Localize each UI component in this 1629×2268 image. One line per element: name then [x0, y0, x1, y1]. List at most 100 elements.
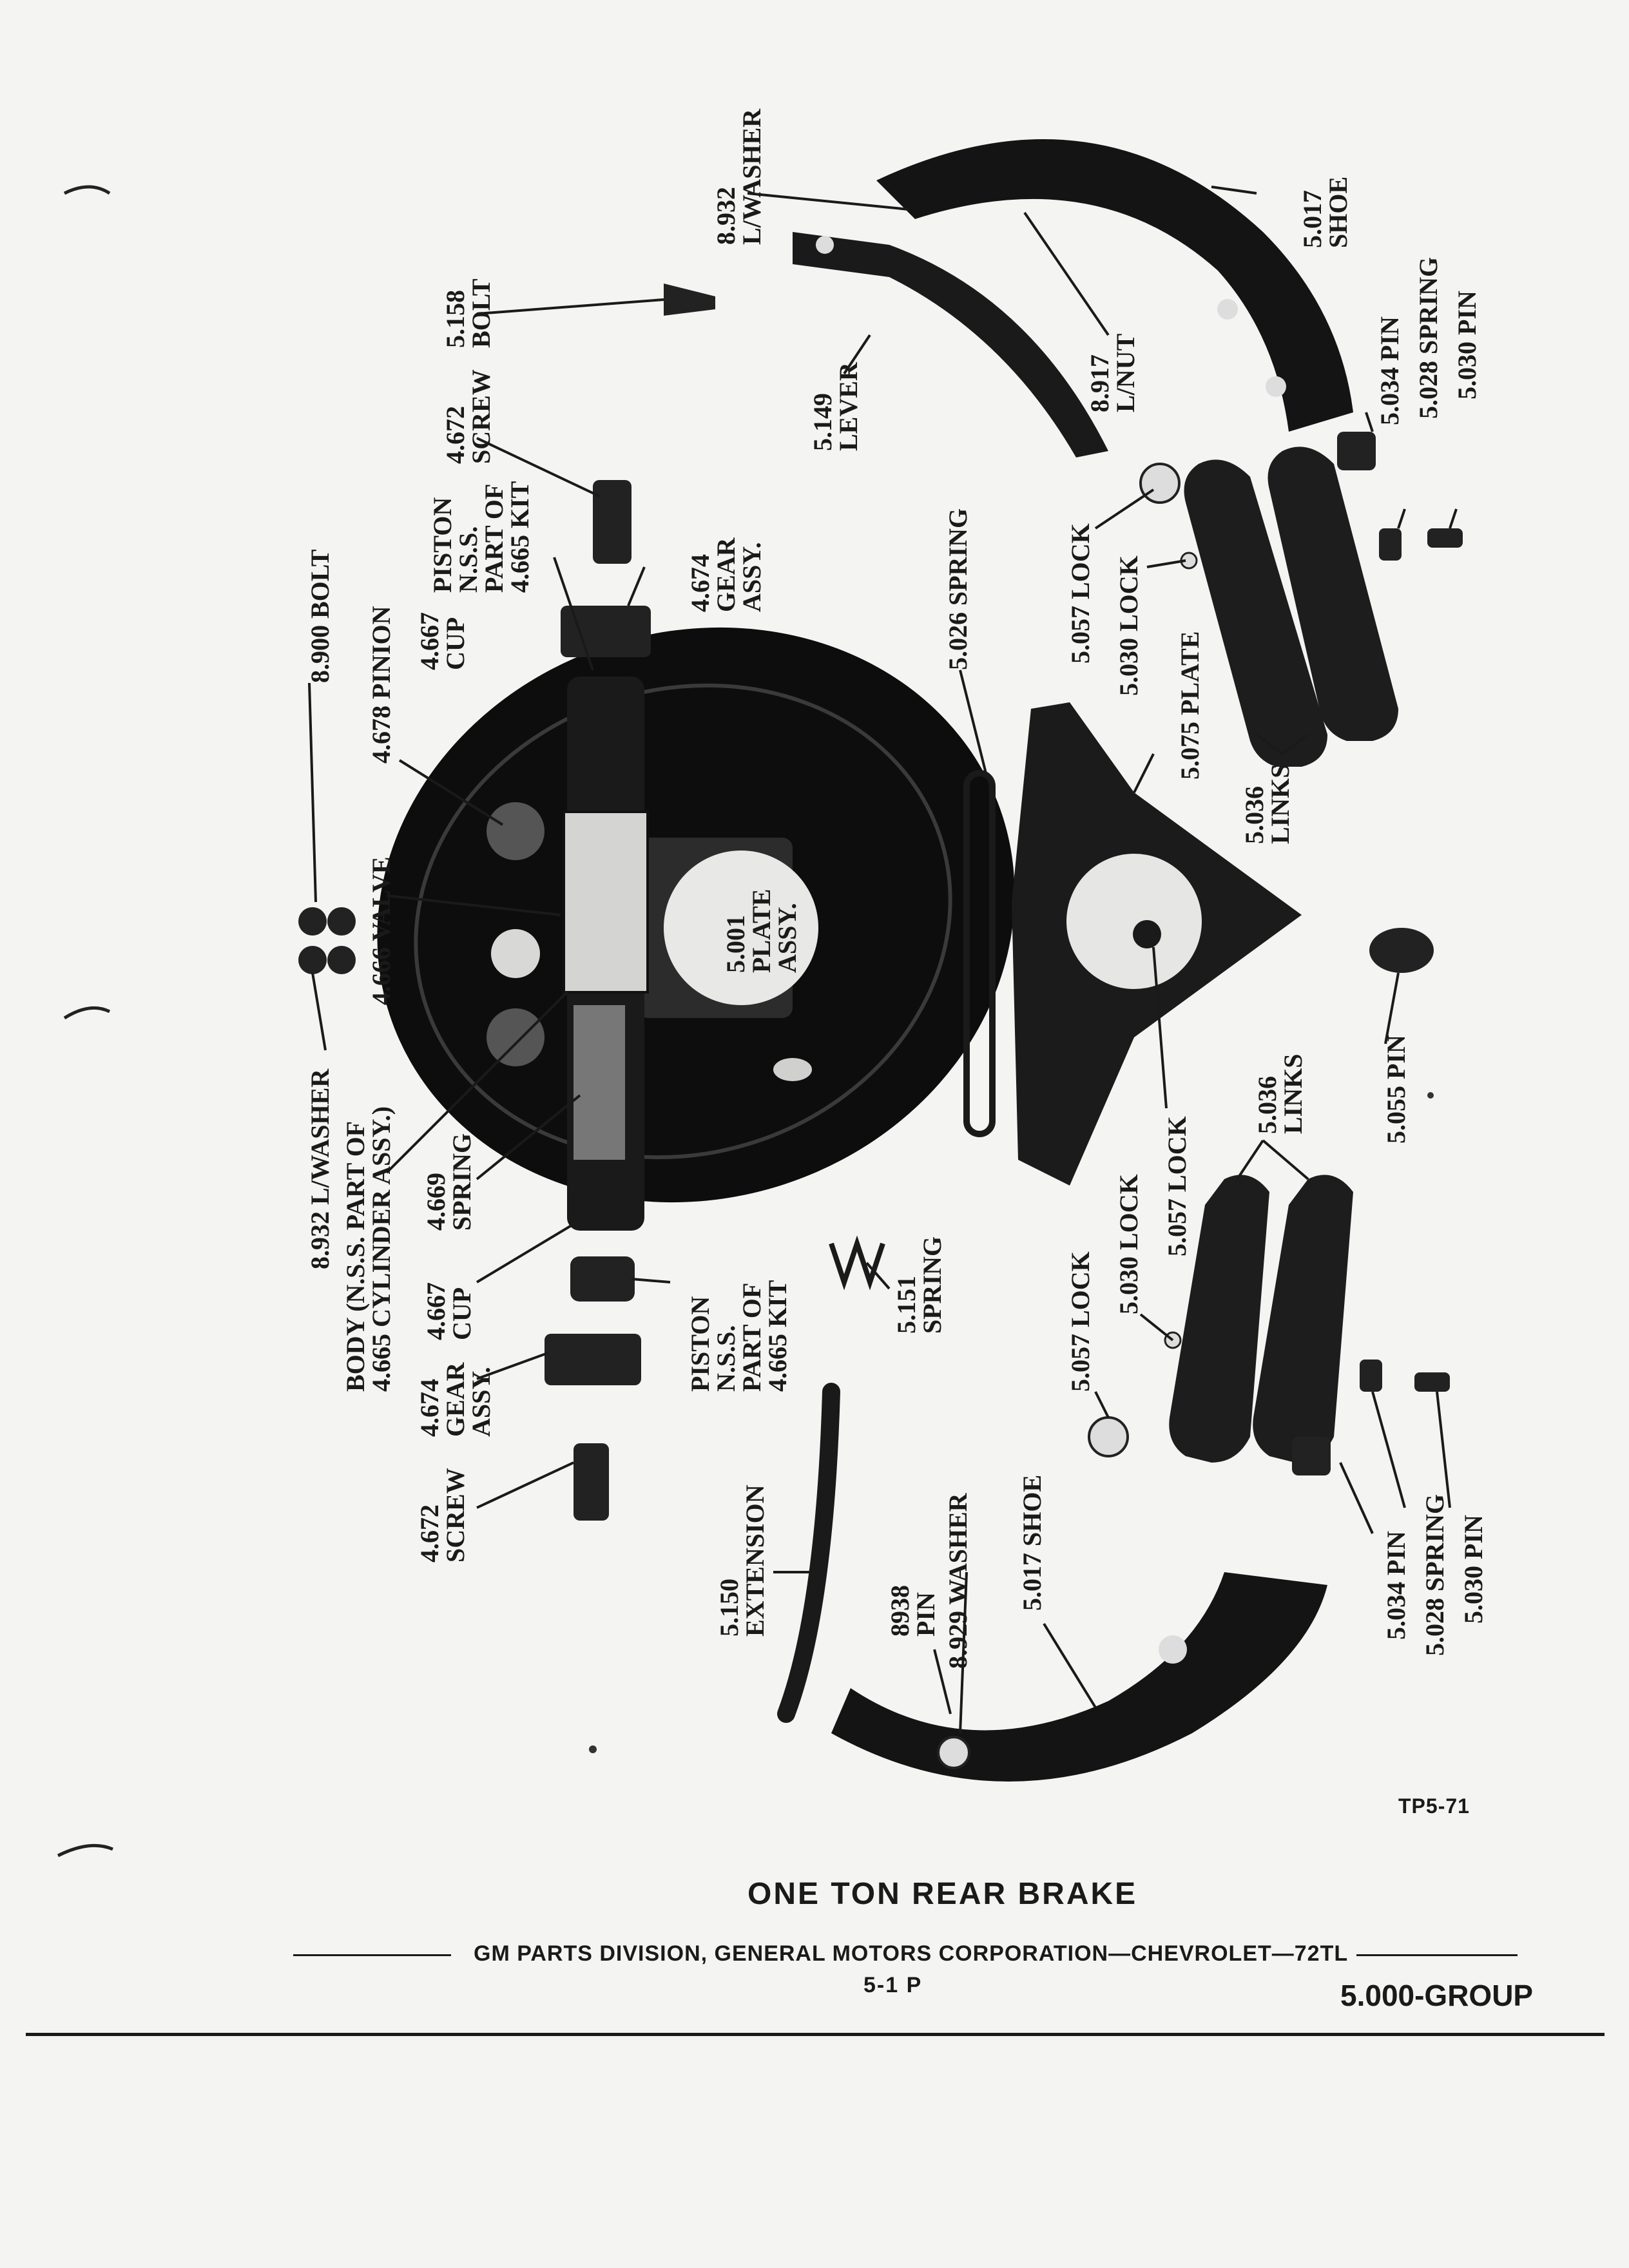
callout-line: 5.001	[721, 915, 750, 973]
footer-publisher: GM PARTS DIVISION, GENERAL MOTORS CORPOR…	[474, 1941, 1349, 1966]
callout-5057-lock-lower: 5.057 LOCK	[1066, 1251, 1095, 1392]
return-spring	[963, 770, 996, 1137]
pin-5055	[1369, 928, 1434, 973]
callout-line: BODY (N.S.S. PART OF	[341, 1121, 370, 1392]
callout-5026-spring: 5.026 SPRING	[943, 508, 972, 670]
callout-4672-screw-top: 4.672SCREW	[441, 369, 496, 464]
figure-title: ONE TON REAR BRAKE	[747, 1877, 1138, 1911]
wheel-cylinder	[563, 677, 649, 1231]
callout-5034-pin-top: 5.034 PIN	[1375, 316, 1404, 425]
upper-lever	[793, 232, 1108, 457]
callout-4672-screw-bottom: 4.672SCREW	[415, 1468, 470, 1562]
upper-links	[1139, 447, 1398, 767]
washer-icon	[327, 907, 356, 936]
callout-line: 5.055 PIN	[1382, 1035, 1411, 1144]
callout-5030-lock-lower: 5.030 LOCK	[1114, 1174, 1143, 1314]
callout-line: 5.026 SPRING	[943, 508, 972, 670]
extension-5150	[777, 1383, 840, 1723]
callout-5149-lever: 5.149LEVER	[808, 361, 863, 451]
callout-line: N.S.S.	[711, 1325, 740, 1392]
callout-line: PLATE	[747, 889, 776, 973]
washer-icon	[298, 946, 327, 974]
callout-line: CUP	[441, 617, 470, 670]
callout-5150-extension: 5.150EXTENSION	[715, 1485, 769, 1637]
lower-brake-shoe	[831, 1572, 1327, 1782]
screw-top	[593, 480, 631, 564]
pin-5034-bottom	[1292, 1437, 1331, 1475]
callout-4667-cup-bottom: 4.667CUP	[421, 1282, 476, 1340]
callout-labels: 8.932L/WASHER 5.017SHOE 5.158BOLT 8.917L…	[305, 108, 1488, 1669]
callout-8917-lnut: 8.917L/NUT	[1085, 333, 1140, 412]
callout-5158-bolt: 5.158BOLT	[441, 278, 496, 348]
callout-piston-top: PISTONN.S.S.PART OF4.665 KIT	[428, 481, 534, 593]
callout-4674-gear-top: 4.674GEARASSY.	[686, 537, 766, 612]
leader-lines	[308, 186, 1458, 1734]
callout-line: 8.932	[711, 187, 740, 245]
footer-rule-right	[1356, 1954, 1518, 1956]
callout-line: ASSY.	[467, 1367, 496, 1437]
callout-line: 8.932 L/WASHER	[305, 1068, 334, 1269]
callout-5034-pin-bottom: 5.034 PIN	[1382, 1531, 1411, 1640]
callout-line: LEVER	[834, 361, 863, 451]
callout-line: 8.929 WASHER	[943, 1492, 972, 1669]
callout-line: 4.665 KIT	[763, 1280, 792, 1392]
backing-plate	[377, 627, 1015, 1203]
lower-links	[1088, 1175, 1353, 1463]
washer-icon	[327, 946, 356, 974]
callout-8900-bolt: 8.900 BOLT	[305, 549, 334, 683]
callout-line: SCREW	[441, 1468, 470, 1562]
callout-line: 5.036	[1240, 786, 1269, 844]
callout-line: GEAR	[711, 537, 740, 612]
footer-group: 5.000-GROUP	[1340, 1979, 1534, 2012]
pin-5030-bottom	[1414, 1372, 1450, 1392]
callout-line: ASSY.	[773, 903, 802, 973]
callout-5036-links-lower: 5.036LINKS	[1253, 1054, 1307, 1135]
callout-line: 5.017	[1298, 190, 1327, 248]
callout-8932-lwasher-top: 8.932L/WASHER	[711, 108, 766, 245]
scan-mark	[57, 1843, 113, 1858]
callout-line: 4.665 CYLINDER ASSY.)	[367, 1106, 396, 1392]
callout-5028-spring-bottom: 5.028 SPRING	[1420, 1494, 1449, 1656]
callout-line: 4.666 VALVE	[367, 857, 396, 1005]
callout-5030-pin-bottom: 5.030 PIN	[1459, 1515, 1488, 1624]
callout-line: 4.665 KIT	[505, 481, 534, 593]
callout-5075-plate: 5.075 PLATE	[1175, 631, 1204, 780]
pin-5034-top	[1337, 432, 1376, 470]
callout-line: BOLT	[467, 278, 496, 348]
callout-line: 4.667	[415, 612, 444, 670]
callout-line: 5.150	[715, 1579, 744, 1637]
pin-5030-top	[1427, 528, 1463, 548]
callout-line: 5.034 PIN	[1382, 1531, 1411, 1640]
callout-4666-valve: 4.666 VALVE	[367, 857, 396, 1005]
callout-4669-spring: 4.669SPRING	[421, 1133, 476, 1231]
callout-line: 5.158	[441, 290, 470, 348]
callout-line: 8938	[885, 1585, 914, 1637]
callout-line: 5.030 PIN	[1452, 291, 1481, 399]
callout-line: LINKS	[1266, 764, 1295, 845]
callout-line: 5.075 PLATE	[1175, 631, 1204, 780]
callout-line: 5.149	[808, 393, 837, 451]
scan-dot	[589, 1745, 597, 1753]
callout-line: 5.057 LOCK	[1066, 1251, 1095, 1392]
gear-assy-bottom	[545, 1334, 641, 1385]
callout-5057-lock-upper: 5.057 LOCK	[1066, 523, 1095, 664]
footer-rule-left	[293, 1954, 451, 1956]
callout-line: 4.672	[415, 1504, 444, 1562]
footer-rule-bottom	[26, 2033, 1605, 2036]
callout-line: 5.028 SPRING	[1420, 1494, 1449, 1656]
callout-4667-cup-top: 4.667CUP	[415, 612, 470, 670]
callout-body-cylinder: BODY (N.S.S. PART OF4.665 CYLINDER ASSY.…	[341, 1106, 396, 1392]
callout-line: PISTON	[428, 497, 457, 593]
callout-5036-links-upper: 5.036LINKS	[1240, 764, 1295, 845]
callout-8929-washer: 8.929 WASHER	[943, 1492, 972, 1669]
scan-mark	[63, 1006, 111, 1020]
callout-line: 4.674	[415, 1379, 444, 1437]
callout-line: PART OF	[737, 1283, 766, 1392]
callout-line: GEAR	[441, 1361, 470, 1437]
callout-line: 5.057 LOCK	[1066, 523, 1095, 664]
callout-line: 5.030 LOCK	[1114, 1174, 1143, 1314]
anchor-plate	[1012, 702, 1302, 1186]
callout-line: ASSY.	[737, 542, 766, 612]
callout-5057-lock-center: 5.057 LOCK	[1162, 1116, 1191, 1256]
